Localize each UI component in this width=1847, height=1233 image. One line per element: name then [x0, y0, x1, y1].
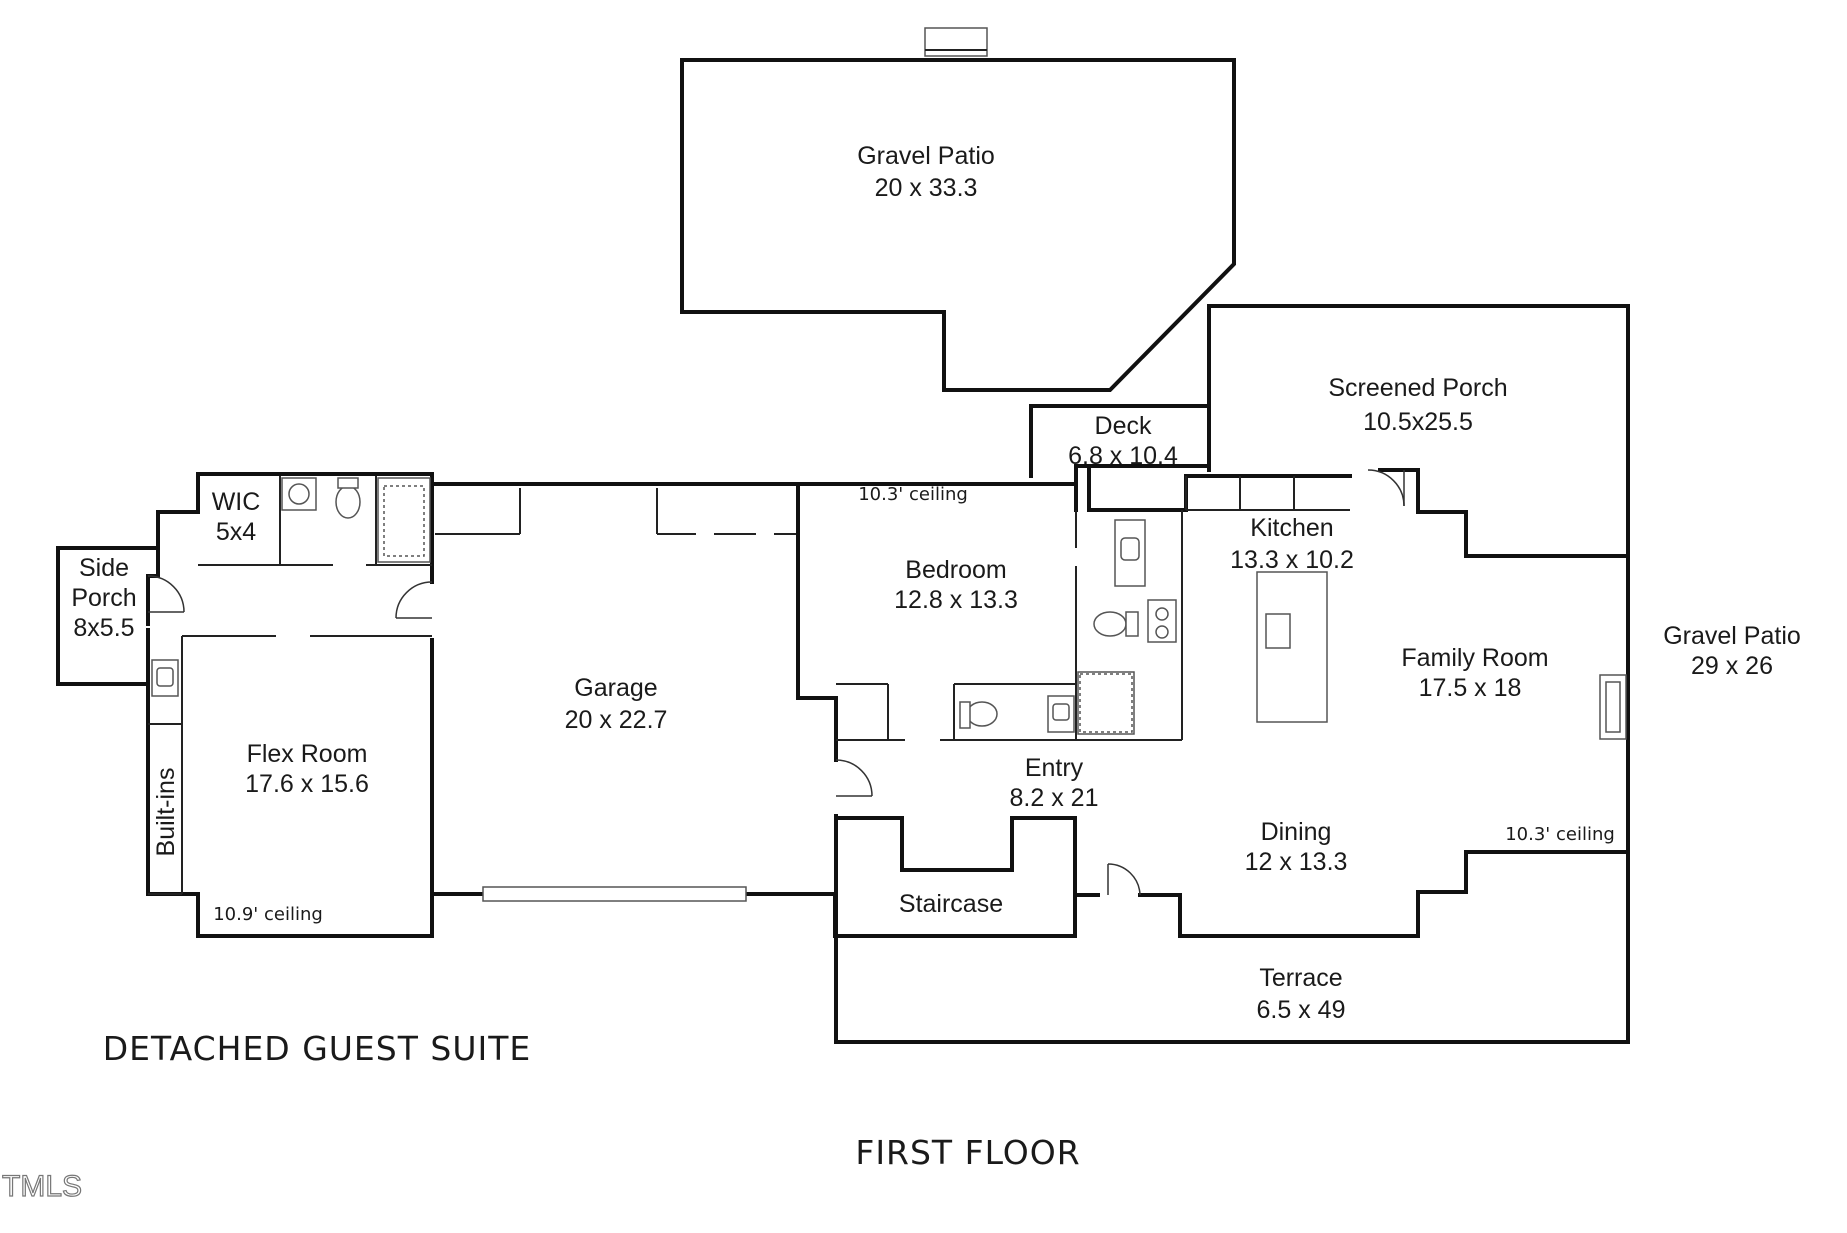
gravel-patio-top-size: 20 x 33.3 [875, 174, 978, 202]
screened-porch-size: 10.5x25.5 [1363, 408, 1473, 436]
screened-porch-label: Screened Porch 10.5x25.5 [1328, 374, 1507, 436]
gravel-patio-top-label: Gravel Patio 20 x 33.3 [857, 142, 995, 202]
gravel-patio-top-name: Gravel Patio [857, 142, 995, 170]
bedroom-name: Bedroom [905, 556, 1006, 584]
guest-suite-outline [56, 472, 434, 938]
garage-name: Garage [574, 674, 657, 702]
deck-name: Deck [1095, 412, 1152, 440]
main-house-outline [796, 304, 1630, 1044]
terrace-size: 6.5 x 49 [1257, 996, 1346, 1024]
gravel-patio-top-outline [680, 27, 1236, 392]
doors-main [835, 469, 1405, 896]
side-porch-line2: Porch [71, 584, 136, 612]
kitchen-name: Kitchen [1250, 514, 1333, 542]
staircase-name: Staircase [899, 890, 1003, 918]
deck-label: Deck 6.8 x 10.4 [1068, 412, 1178, 470]
wic-size: 5x4 [216, 518, 256, 546]
gravel-patio-right-name: Gravel Patio [1663, 622, 1801, 650]
entry-label: Entry 8.2 x 21 [1010, 754, 1099, 812]
side-porch-label: Side Porch 8x5.5 [71, 554, 136, 642]
garage-size: 20 x 22.7 [565, 706, 668, 734]
side-porch-line1: Side [79, 554, 129, 582]
wic-name: WIC [212, 488, 261, 516]
family-room-label: Family Room 17.5 x 18 [1401, 644, 1548, 702]
flex-room-ceiling: 10.9' ceiling [213, 904, 323, 925]
garage-outline [430, 482, 838, 902]
built-ins-name: Built-ins [152, 768, 180, 857]
flex-room-size: 17.6 x 15.6 [245, 770, 369, 798]
deck-size: 6.8 x 10.4 [1068, 442, 1178, 470]
gravel-patio-right-size: 29 x 26 [1691, 652, 1773, 680]
family-room-name: Family Room [1401, 644, 1548, 672]
family-room-size: 17.5 x 18 [1419, 674, 1522, 702]
kitchen-island [1256, 571, 1328, 723]
entry-size: 8.2 x 21 [1010, 784, 1099, 812]
floor-caption: FIRST FLOOR [855, 1133, 1080, 1172]
built-ins-label: Built-ins [152, 768, 180, 857]
screened-porch-name: Screened Porch [1328, 374, 1507, 402]
fireplace [1599, 674, 1627, 740]
dining-size: 12 x 13.3 [1245, 848, 1348, 876]
main-interior-walls [836, 476, 1350, 741]
guest-fixtures [151, 477, 431, 697]
kitchen-size: 13.3 x 10.2 [1230, 546, 1354, 574]
kitchen-label: Kitchen 13.3 x 10.2 [1230, 514, 1354, 574]
doors-guest [147, 575, 433, 619]
dining-label: Dining 12 x 13.3 10.3' ceiling [1245, 818, 1615, 876]
tmls-logo: TMLS [2, 1170, 82, 1203]
family-ceiling: 10.3' ceiling [1505, 824, 1615, 845]
bath-fixtures [959, 519, 1177, 735]
staircase-label: Staircase [899, 890, 1003, 918]
bedroom-size: 12.8 x 13.3 [894, 586, 1018, 614]
garage-label: Garage 20 x 22.7 [565, 674, 668, 734]
guest-suite-caption: DETACHED GUEST SUITE [103, 1029, 531, 1068]
entry-name: Entry [1025, 754, 1084, 782]
terrace-label: Terrace 6.5 x 49 [1257, 964, 1346, 1024]
flex-room-name: Flex Room [247, 740, 368, 768]
side-porch-size: 8x5.5 [73, 614, 134, 642]
gravel-patio-right-label: Gravel Patio 29 x 26 [1663, 622, 1801, 680]
terrace-name: Terrace [1259, 964, 1342, 992]
wic-label: WIC 5x4 [212, 488, 261, 546]
flex-room-label: Flex Room 17.6 x 15.6 10.9' ceiling [213, 740, 369, 925]
dining-name: Dining [1261, 818, 1332, 846]
bedroom-ceiling: 10.3' ceiling [858, 484, 968, 505]
bedroom-label: 10.3' ceiling Bedroom 12.8 x 13.3 [858, 484, 1018, 614]
